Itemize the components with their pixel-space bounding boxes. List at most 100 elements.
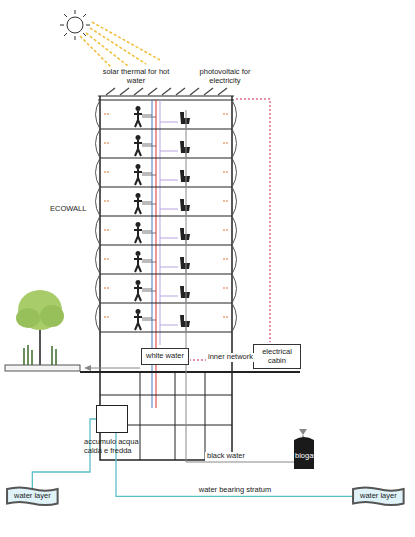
person-head — [136, 280, 141, 285]
air-flow — [104, 317, 228, 318]
person-head — [136, 193, 141, 198]
ecowall-skin — [96, 187, 237, 216]
tap-branch — [142, 231, 156, 233]
annotation: solar thermal for hot water — [100, 68, 172, 85]
toilet-symbol — [180, 141, 190, 153]
solar-panel — [218, 88, 227, 95]
flush-branch — [160, 325, 178, 326]
tap-branch — [142, 173, 156, 175]
solar-panel — [204, 88, 213, 95]
facade — [100, 96, 232, 372]
ecowall-skin — [96, 129, 237, 158]
service-box: white water — [141, 348, 189, 365]
white-water-pipe — [160, 100, 161, 345]
person-head — [136, 135, 141, 140]
floor-slab — [100, 186, 232, 187]
water-layer: water layer — [6, 486, 59, 507]
floor-slab — [100, 244, 232, 245]
service-box: electrical cabin — [253, 344, 301, 369]
sun-rays — [80, 22, 160, 68]
ecowall-skin — [96, 158, 237, 187]
floor-slab — [100, 331, 232, 332]
person-figure — [134, 314, 142, 330]
person-figure — [134, 227, 142, 243]
ecowall-skin — [96, 303, 237, 332]
ecowall-skin — [96, 216, 237, 245]
air-flow — [104, 259, 228, 260]
node-label: biogas — [295, 452, 317, 461]
air-flow — [104, 230, 228, 231]
annotation: ECOWALL — [50, 205, 86, 214]
person-head — [136, 106, 141, 111]
node-label: water layer — [14, 492, 51, 501]
ecowall-skin — [96, 274, 237, 303]
floor-slab — [100, 157, 232, 158]
water-pipe — [116, 433, 354, 496]
toilet-symbol — [180, 170, 190, 182]
arrow-head — [299, 429, 307, 435]
toilet-symbol — [180, 286, 190, 298]
tap-branch — [142, 115, 156, 117]
flush-branch — [160, 122, 178, 123]
tank-box — [96, 405, 128, 433]
person-head — [136, 164, 141, 169]
electric-line — [190, 99, 270, 360]
biogas-tank: biogas — [292, 436, 320, 469]
flush-branch — [160, 209, 178, 210]
solar-panel — [120, 88, 129, 95]
person-figure — [134, 285, 142, 301]
person-figure — [134, 198, 142, 214]
tap-branch — [142, 318, 156, 320]
tap-branch — [142, 144, 156, 146]
solar-panel — [162, 88, 171, 95]
person-head — [136, 309, 141, 314]
storage-tank: accumulo acqua calda e fredda — [84, 405, 140, 455]
person-figure — [134, 169, 142, 185]
flush-branch — [160, 151, 178, 152]
air-flow — [104, 114, 228, 115]
person-figure — [134, 256, 142, 272]
ecowall-skin — [96, 245, 237, 274]
annotation: inner network — [206, 353, 255, 362]
tree-planter — [5, 290, 80, 371]
annotation: black water — [205, 452, 247, 461]
toilet-symbol — [180, 199, 190, 211]
flush-branch — [160, 180, 178, 181]
air-flow — [104, 201, 228, 202]
solar-panel — [106, 88, 115, 95]
node-label: accumulo acqua calda e fredda — [84, 438, 140, 455]
ecowall-skin — [96, 100, 237, 129]
annotation: photovoltaic for electricity — [192, 68, 258, 85]
node-label: white water — [146, 352, 184, 361]
air-flow — [104, 172, 228, 173]
solar-panel — [148, 88, 157, 95]
floor-slab — [100, 273, 232, 274]
air-flow — [104, 288, 228, 289]
water-layer: water layer — [352, 486, 405, 507]
roof-slab — [98, 96, 234, 100]
tap-branch — [142, 289, 156, 291]
person-figure — [134, 111, 142, 127]
floor-slab — [100, 215, 232, 216]
ground-basement — [80, 372, 300, 460]
flush-branch — [160, 296, 178, 297]
toilet-symbol — [180, 257, 190, 269]
solar-panel — [176, 88, 185, 95]
tap-branch — [142, 202, 156, 204]
flush-branch — [160, 238, 178, 239]
floor-slab — [100, 128, 232, 129]
solar-panel — [190, 88, 199, 95]
sun-symbol — [60, 10, 90, 40]
white-water-arrow — [84, 365, 140, 371]
toilet-symbol — [180, 315, 190, 327]
flush-branch — [160, 267, 178, 268]
tap-branch — [142, 260, 156, 262]
floor-slab — [100, 302, 232, 303]
person-head — [136, 251, 141, 256]
air-flow — [104, 143, 228, 144]
node-label: water layer — [360, 492, 397, 501]
person-head — [136, 222, 141, 227]
solar-panel — [134, 88, 143, 95]
edge-label: water bearing stratum — [197, 486, 274, 495]
node-label: electrical cabin — [258, 348, 296, 365]
